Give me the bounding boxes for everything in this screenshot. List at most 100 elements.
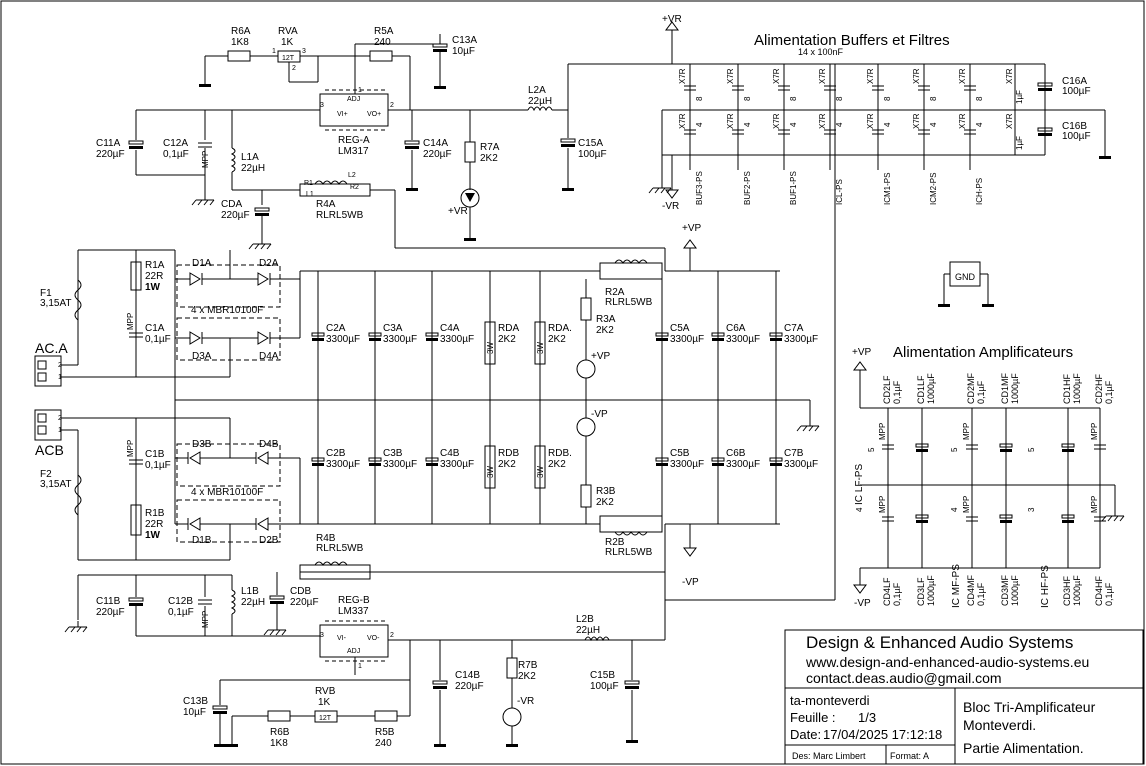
main-cap-bottom-ref: RDB. xyxy=(548,448,572,459)
l1b-value: 22µH xyxy=(241,597,265,608)
bleeder-resistor-bottom xyxy=(484,445,496,489)
sheet-value: 1/3 xyxy=(858,710,876,725)
buffer-cap-bottom-type: X7R xyxy=(678,113,687,129)
amp-net-mf: IC MF-PS xyxy=(951,564,962,608)
amp-net-pin: 5 xyxy=(1027,447,1036,452)
amp-cap-top-value: 0,1µF xyxy=(892,380,902,404)
bleeder-bottom-power: 3W xyxy=(486,466,495,478)
main-cap-bottom-plate xyxy=(769,457,783,462)
r2b-value: RLRL5WB xyxy=(605,547,653,558)
main-cap-bottom-value: 3300µF xyxy=(670,459,704,470)
reg-b-pin1: 1 xyxy=(358,663,362,670)
amp-ecap-bottom xyxy=(1062,520,1074,523)
amp-cap-top-ref: CD2LF xyxy=(882,375,892,404)
main-cap-top-plate xyxy=(311,332,325,337)
main-cap-top-plate xyxy=(368,332,382,337)
c14a-value: 220µF xyxy=(423,149,452,160)
c16b-ref: C16B xyxy=(1062,121,1087,132)
c13a-ref: C13A xyxy=(452,35,477,46)
main-cap-top-ref: C7A xyxy=(784,323,804,334)
r5a-ref: R5A xyxy=(374,26,394,37)
rva-pin3: 3 xyxy=(302,48,306,55)
diode-d4a: D4A xyxy=(259,351,279,362)
main-cap-top-plate xyxy=(656,338,668,341)
buffer-cap-bottom-pin: 4 xyxy=(835,122,844,127)
amp-net-lf: IC LF-PS xyxy=(854,464,865,505)
amp-cap-bottom-ref: CD4MF xyxy=(966,574,976,606)
r3b-value: 2K2 xyxy=(596,497,614,508)
vp-plus-led-label: +VP xyxy=(591,351,611,362)
main-cap-bottom-plate xyxy=(655,457,669,462)
buffer-cap-bottom-pin: 4 xyxy=(929,122,938,127)
amp-ecap-top xyxy=(916,449,928,452)
amp-mpp-top: MPP xyxy=(962,423,971,440)
reg-b-vo: VO- xyxy=(367,635,380,642)
main-cap-top-plate xyxy=(770,338,782,341)
c13a-value: 10µF xyxy=(452,46,475,57)
rectifier-section xyxy=(34,249,301,561)
r5b-ref: R5B xyxy=(375,727,395,738)
main-cap-bottom-plate xyxy=(368,457,382,462)
main-cap-top-value: 3300µF xyxy=(726,334,760,345)
buffer-cap-top-pin: 8 xyxy=(743,96,752,101)
format: Format: A xyxy=(890,751,929,761)
l2b-ref: L2B xyxy=(576,614,594,625)
c12a-value: 0,1µF xyxy=(163,149,189,160)
main-cap-bottom-ref: RDB xyxy=(498,448,519,459)
rva-part: 12T xyxy=(282,55,295,62)
buffer-net-label: ICH-PS xyxy=(975,178,984,205)
gnd-label: GND xyxy=(955,272,976,282)
main-cap-top-value: 3300µF xyxy=(440,334,474,345)
amp-cap-top-ref: CD1LF xyxy=(916,375,926,404)
mpp-label: MPP xyxy=(201,611,210,628)
c14b-value: 220µF xyxy=(455,681,484,692)
r2a-ref: R2A xyxy=(605,287,625,298)
main-cap-top-ref: RDA. xyxy=(548,323,572,334)
c16a-value: 100µF xyxy=(1062,86,1091,97)
amp-mpp-bottom: MPP xyxy=(962,496,971,513)
aca-pin2: 2 xyxy=(58,362,62,369)
buffer-small-cap-type: X7R xyxy=(1005,113,1014,129)
buffer-cap-bottom-type: X7R xyxy=(726,113,735,129)
amp-mpp-top: MPP xyxy=(1090,423,1099,440)
l1a-ref: L1A xyxy=(241,152,259,163)
fuse-f2-value: 3,15AT xyxy=(40,479,72,490)
bleeder-resistor-top xyxy=(484,321,496,365)
amp-cap-bottom-ref: CD3MF xyxy=(1000,574,1010,606)
buffer-cap-bottom-pin: 4 xyxy=(975,122,984,127)
connector-acb-ref: ACB xyxy=(35,442,64,458)
amp-cap-top-value: 1000µF xyxy=(1010,373,1020,404)
main-cap-top-value: 3300µF xyxy=(784,334,818,345)
amp-cap-bottom-value: 0,1µF xyxy=(892,582,902,606)
buffer-cap-top-pin: 8 xyxy=(929,96,938,101)
buffer-cap-top-type: X7R xyxy=(958,68,967,84)
buffer-decoupling-bank xyxy=(648,64,1112,199)
main-cap-top-value: 3300µF xyxy=(670,334,704,345)
main-cap-bottom-plate xyxy=(369,463,381,466)
cdb-value: 220µF xyxy=(290,597,319,608)
amp-ecap-top xyxy=(999,443,1013,448)
vr-minus-led-label: -VR xyxy=(517,696,534,707)
date-label: Date: xyxy=(790,727,821,742)
rva-pin2: 2 xyxy=(292,65,296,72)
r7b-ref: R7B xyxy=(518,660,538,671)
company-website: www.design-and-enhanced-audio-systems.eu xyxy=(805,654,1089,670)
buffer-cap-top-type: X7R xyxy=(818,68,827,84)
rvb-value: 1K xyxy=(318,697,331,708)
cdb-ref: CDB xyxy=(290,586,311,597)
c13b-ref: C13B xyxy=(183,696,208,707)
c11b-ref: C11B xyxy=(96,596,121,607)
reg-a-vi: VI+ xyxy=(337,111,348,118)
rva-value: 1K xyxy=(281,37,294,48)
amp-cap-bottom-ref: CD4LF xyxy=(882,577,892,606)
r4a-l2: L2 xyxy=(348,172,356,179)
reg-a-section xyxy=(128,21,1045,250)
buffer-cap-top-type: X7R xyxy=(726,68,735,84)
main-cap-bottom-ref: C3B xyxy=(383,448,403,459)
amp-mpp-bottom: MPP xyxy=(878,496,887,513)
c1a-value: 0,1µF xyxy=(145,334,171,345)
main-cap-top-ref: C4A xyxy=(440,323,460,334)
amp-cap-top-value: 0,1µF xyxy=(1104,380,1114,404)
reg-a-part: LM317 xyxy=(338,146,369,157)
amp-net-pin: 3 xyxy=(1027,507,1036,512)
